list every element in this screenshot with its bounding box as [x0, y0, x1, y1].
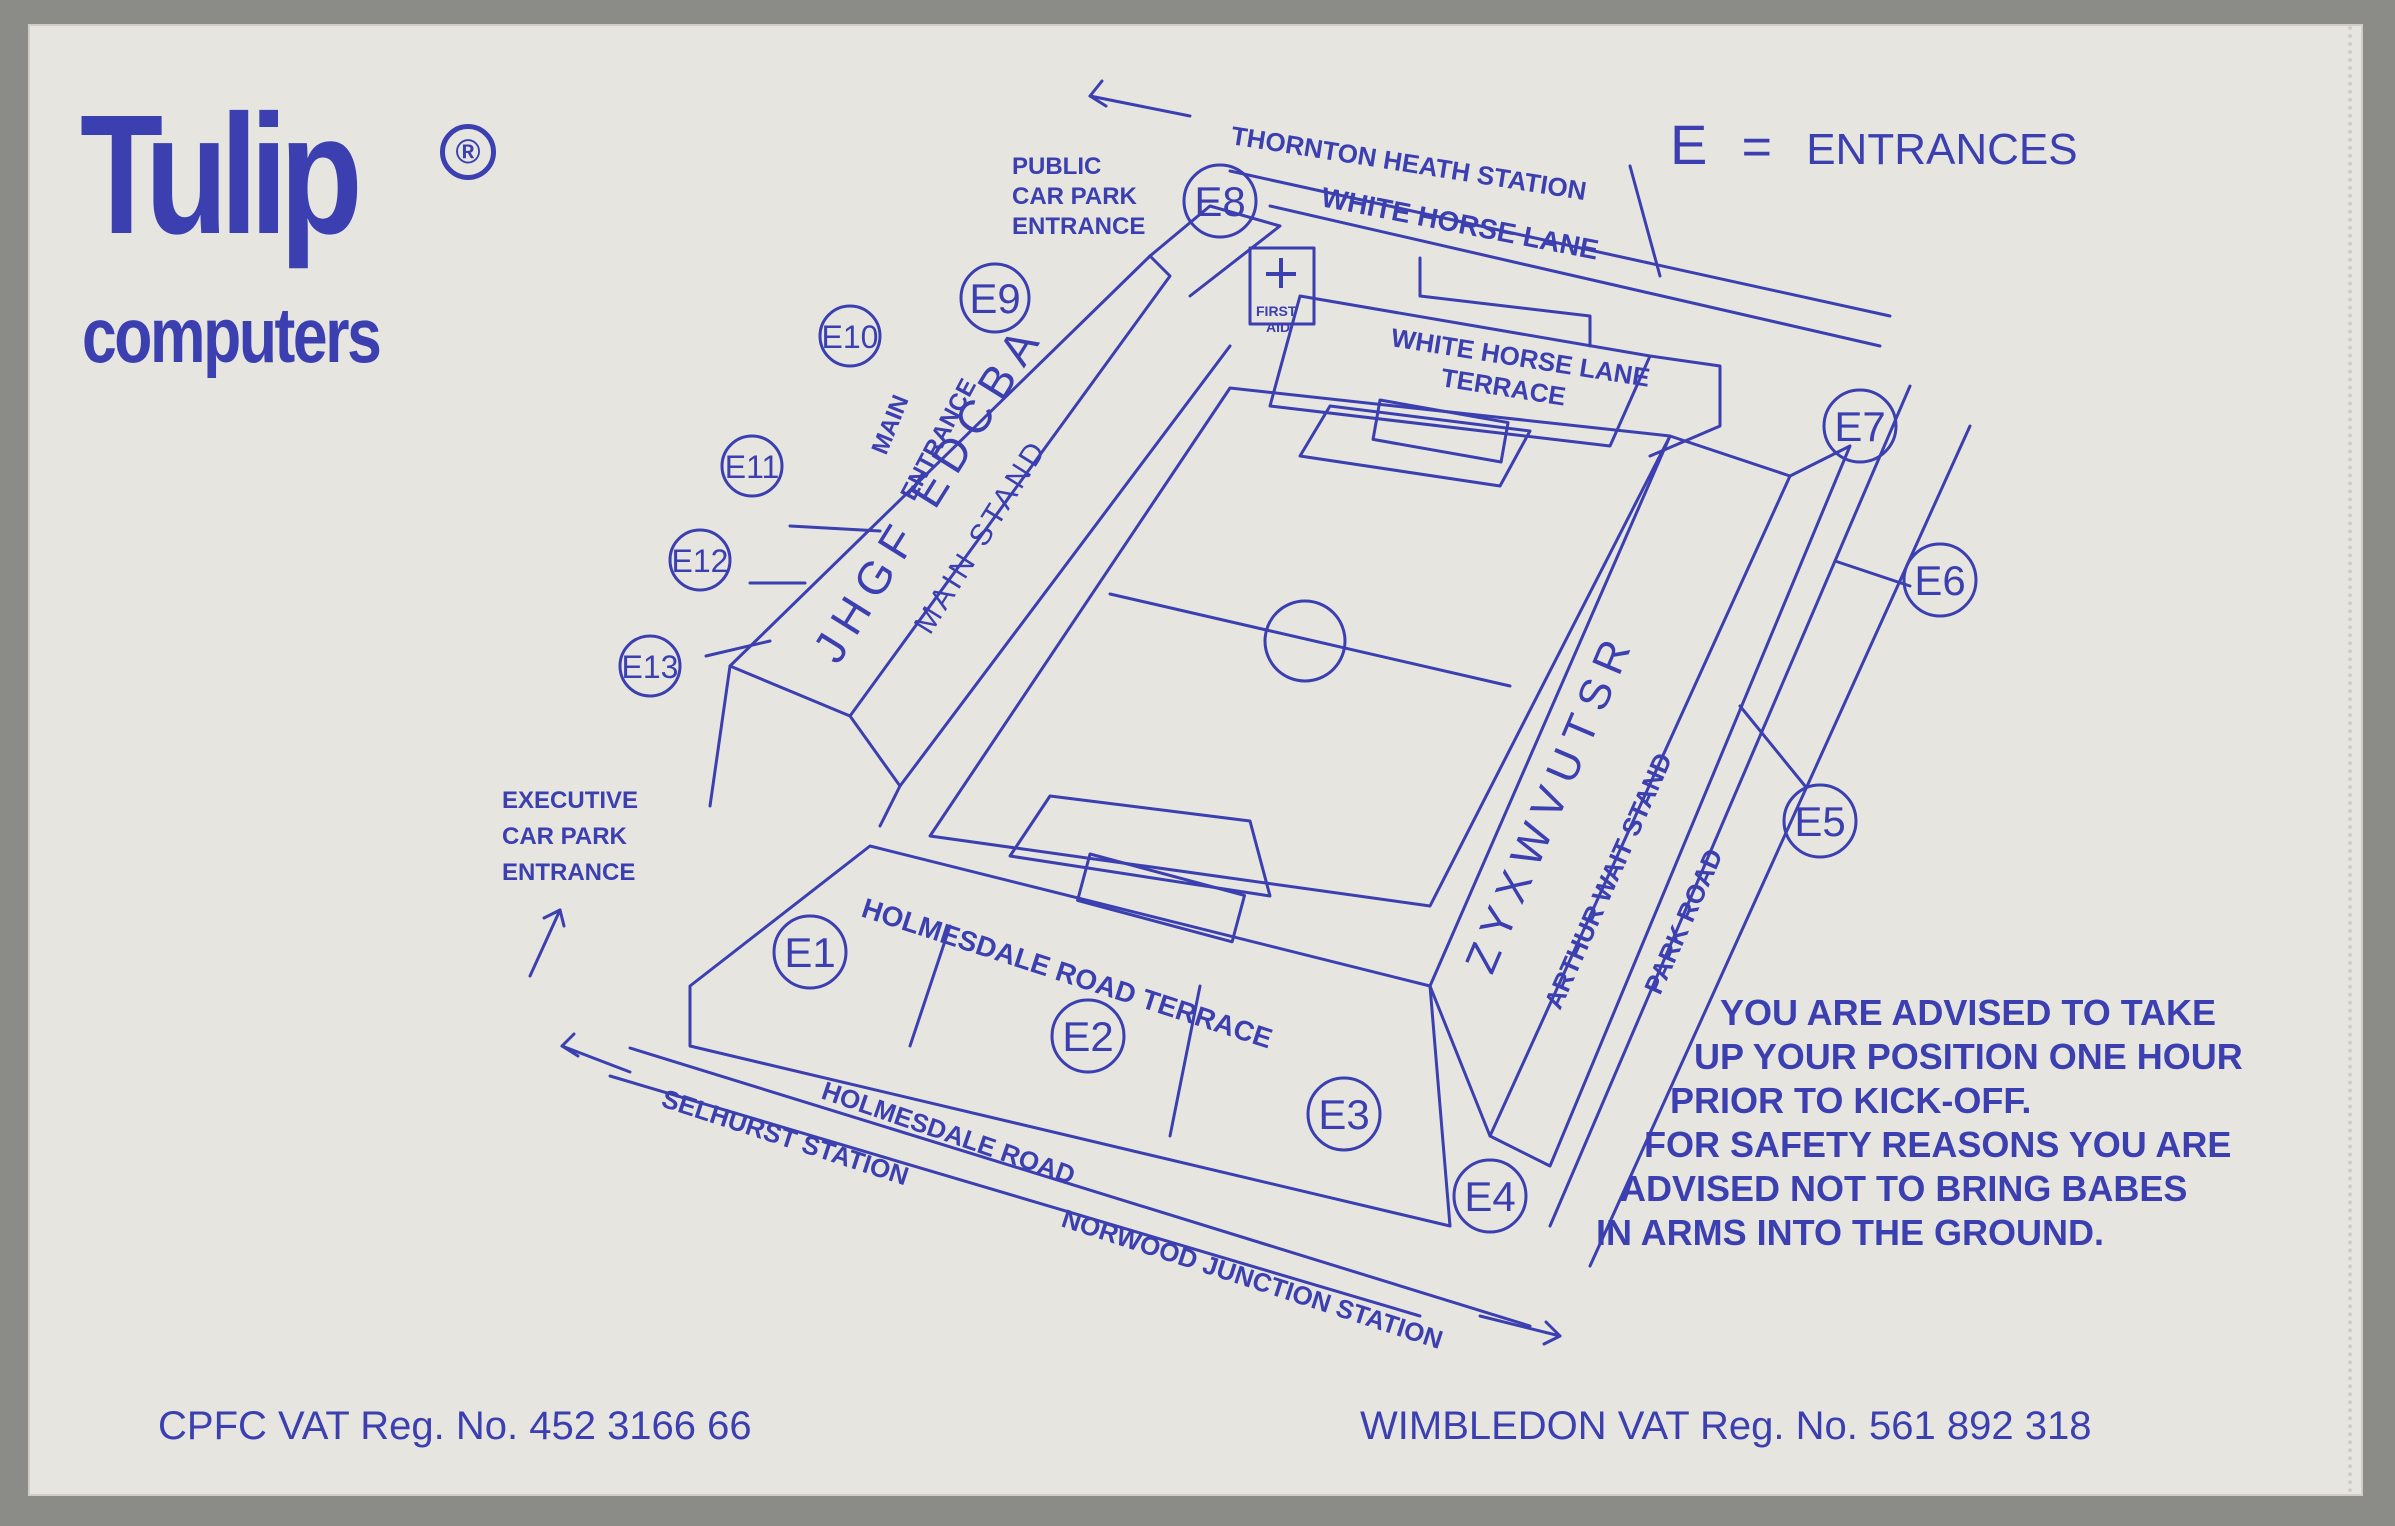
main-entrance-1: MAIN — [867, 391, 915, 458]
entrance-e10-circle — [818, 304, 882, 368]
main-stand-roof-join — [1148, 204, 1282, 298]
entrance-e13-circle — [618, 634, 682, 698]
pointer-e6 — [1833, 559, 1912, 588]
exec-car-park-2: CAR PARK — [502, 823, 628, 850]
thornton-heath-station: THORNTON HEATH STATION — [1229, 120, 1588, 206]
entrance-e3-circle — [1306, 1076, 1382, 1152]
first-aid-label-2: AID — [1266, 319, 1290, 335]
arrow-selhurst — [560, 1044, 632, 1074]
entrance-e1-circle — [772, 914, 848, 990]
entrance-e8: E8 — [1194, 178, 1245, 225]
advice-line-6: IN ARMS INTO THE GROUND. — [1596, 1212, 2105, 1253]
terrace-divider-1 — [908, 924, 952, 1048]
arrow-thornton — [1088, 94, 1192, 118]
advice-line-5: ADVISED NOT TO BRING BABES — [1620, 1168, 2188, 1209]
whl-terrace-outline — [1268, 294, 1652, 448]
white-horse-lane-line — [1268, 204, 1882, 348]
pointer-e11 — [788, 524, 882, 533]
entrance-e7: E7 — [1834, 403, 1885, 450]
entrance-e13: E13 — [622, 649, 679, 685]
exec-car-park-3: ENTRANCE — [502, 859, 635, 886]
penalty-box-top — [1298, 404, 1532, 488]
entrance-e9-circle — [959, 262, 1031, 334]
goal-bottom — [1076, 852, 1247, 944]
entrance-e1: E1 — [784, 929, 835, 976]
pitch-outline — [928, 386, 1672, 908]
holmesdale-terrace-outline — [688, 844, 1452, 1228]
stadium-map: E8 E9 E10 E11 E12 E13 E7 E6 E5 E4 E3 E2 … — [502, 79, 1978, 1355]
entrance-e2-circle — [1050, 998, 1126, 1074]
advice-line-1: YOU ARE ADVISED TO TAKE — [1720, 992, 2217, 1033]
centre-circle — [1263, 599, 1347, 683]
public-car-park-1: PUBLIC — [1012, 153, 1101, 180]
entrance-e4-circle — [1452, 1158, 1528, 1234]
entrance-e3: E3 — [1318, 1091, 1369, 1138]
advice-line-2: UP YOUR POSITION ONE HOUR — [1694, 1036, 2243, 1077]
entrance-e8-circle — [1182, 163, 1258, 239]
legend-equals: = — [1741, 118, 1772, 176]
penalty-box-bottom — [1008, 794, 1272, 898]
main-stand-end — [848, 714, 902, 828]
pointer-e13 — [704, 639, 772, 658]
wimbledon-vat-reg: WIMBLEDON VAT Reg. No. 561 892 318 — [1360, 1404, 2092, 1448]
arrow-norwood — [1478, 1314, 1562, 1338]
terrace-divider-2 — [1168, 984, 1202, 1138]
main-stand-side — [708, 664, 732, 808]
arrow-head-exec — [542, 908, 566, 928]
first-aid-box — [1248, 246, 1316, 326]
legend-text: ENTRANCES — [1806, 125, 2078, 174]
tear-perforation — [2348, 26, 2358, 1494]
entrance-legend: E = ENTRANCES — [1670, 112, 2078, 177]
entrance-e11-circle — [720, 434, 784, 498]
main-stand-front — [898, 344, 1232, 788]
pointer-e8 — [1628, 164, 1662, 278]
registered-mark: ® — [440, 124, 496, 180]
goal-top — [1371, 398, 1510, 464]
entrance-e6: E6 — [1914, 557, 1965, 604]
logo-subtitle: computers — [82, 291, 382, 379]
first-aid-label-1: FIRST — [1256, 303, 1297, 319]
holmesdale-road-line — [628, 1046, 1532, 1328]
exec-car-park-1: EXECUTIVE — [502, 787, 638, 814]
logo-wordmark: Tulip — [80, 80, 363, 270]
white-horse-lane-building — [1418, 256, 1592, 348]
entrance-e11: E11 — [725, 449, 780, 485]
public-car-park-2: CAR PARK — [1012, 183, 1138, 210]
entrance-e5: E5 — [1794, 798, 1845, 845]
public-car-park-3: ENTRANCE — [1012, 213, 1145, 240]
advice-line-3: PRIOR TO KICK-OFF. — [1670, 1080, 2032, 1121]
entrance-e10: E10 — [822, 319, 879, 355]
entrance-e7-circle — [1822, 388, 1898, 464]
cpfc-vat-reg: CPFC VAT Reg. No. 452 3166 66 — [158, 1404, 752, 1448]
park-road-line — [1548, 384, 1912, 1228]
entrance-e2: E2 — [1062, 1013, 1113, 1060]
arrow-head-norwood — [1542, 1320, 1562, 1346]
ticket: Tulip computers ® E = ENTRANCES — [28, 24, 2363, 1496]
legend-letter: E — [1670, 113, 1708, 176]
entrance-e5-circle — [1782, 783, 1858, 859]
halfway-line — [1108, 592, 1512, 688]
arrow-head-thornton — [1088, 79, 1108, 108]
entrance-e4: E4 — [1464, 1173, 1515, 1220]
arthur-wait-stand-side — [1488, 444, 1852, 1168]
advice-line-4: FOR SAFETY REASONS YOU ARE — [1644, 1124, 2232, 1165]
arrow-head-selhurst — [560, 1032, 580, 1058]
norwood-junction-station: NORWOOD JUNCTION STATION — [1058, 1203, 1446, 1355]
pointer-e5 — [1738, 704, 1807, 788]
arrow-exec — [528, 908, 562, 978]
main-stand-outline — [728, 254, 1172, 718]
thornton-road-line — [1228, 169, 1892, 318]
entrance-e12-circle — [668, 528, 732, 592]
holmesdale-road-line-2 — [608, 1074, 1422, 1318]
entrance-e6-circle — [1902, 542, 1978, 618]
entrance-e9: E9 — [969, 275, 1020, 322]
entrance-e12: E12 — [672, 543, 729, 579]
